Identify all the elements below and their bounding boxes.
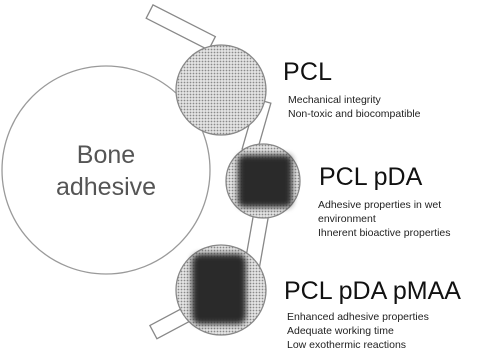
pcl-pda-pmaa-property: Low exothermic reactions [287,338,429,352]
pcl-property: Mechanical integrity [288,93,421,107]
bone-adhesive-label: Bone adhesive [46,139,166,203]
pcl-pda-pmaa-property: Adequate working time [287,324,429,338]
pcl-property: Non-toxic and biocompatible [288,107,421,121]
pcl-pda-pmaa-core [192,254,246,324]
pcl-pda-pmaa-property: Enhanced adhesive properties [287,310,429,324]
pcl-pda-property: environment [318,212,451,226]
pcl-pda-property: Ihnerent bioactive properties [318,226,451,240]
bone-adhesive-line2: adhesive [46,171,166,203]
pcl-pda-property: Adhesive properties in wet [318,198,451,212]
pcl-pda-pmaa-title: PCL pDA pMAA [284,277,461,306]
bone-adhesive-line1: Bone [46,139,166,171]
pcl-pda-core [238,155,292,207]
pcl-title: PCL [283,58,332,87]
pcl-pda-properties: Adhesive properties in wet environment I… [318,198,451,240]
connector-top [146,5,215,50]
pcl-circle [176,45,266,135]
pcl-properties: Mechanical integrity Non-toxic and bioco… [288,93,421,121]
pcl-pda-pmaa-properties: Enhanced adhesive properties Adequate wo… [287,310,429,352]
pcl-pda-title: PCL pDA [319,163,422,192]
